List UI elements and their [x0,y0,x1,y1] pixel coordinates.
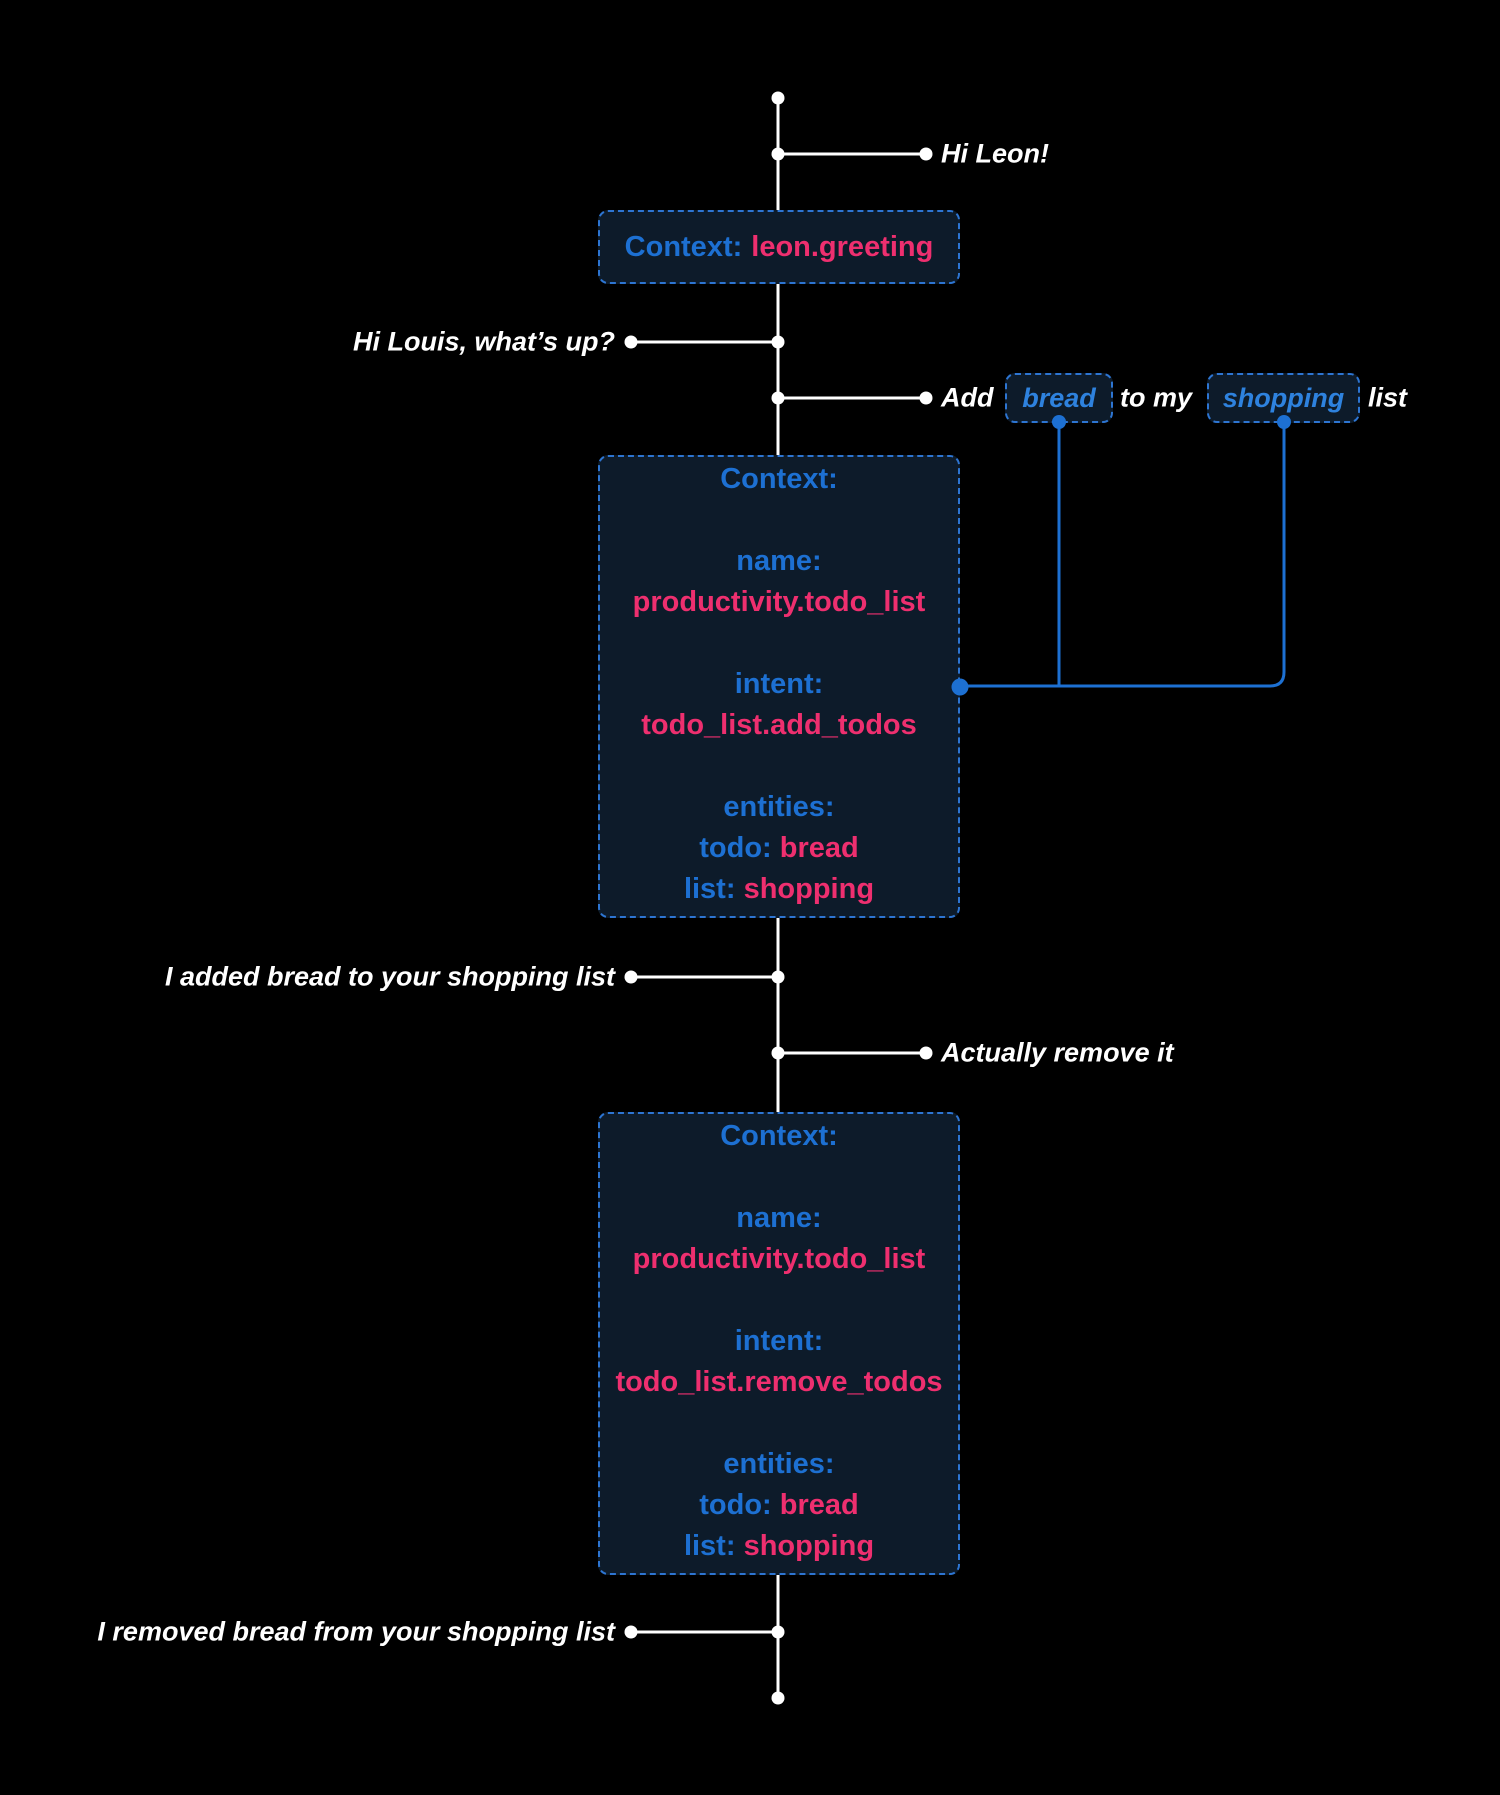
name-value: productivity.todo_list [632,586,926,618]
message-end-dot [919,1046,933,1060]
intent-label: intent: [734,1325,824,1357]
name-label: name: [736,545,822,577]
timeline-node-dot [771,1046,785,1060]
message-added-confirmation: I added bread to your shopping list [164,961,615,992]
entity-row-todo: todo: bread [600,828,958,869]
timeline-start-dot [771,91,785,105]
message-end-dot [624,970,638,984]
entity-value: shopping [743,1530,875,1562]
entity-value: bread [779,832,859,864]
connector-shopping-line [960,422,1286,688]
context-box-remove-todos: Context: name: productivity.todo_list in… [598,1112,960,1575]
context-title: Context: [720,463,838,495]
intent-label: intent: [734,668,824,700]
message-end-dot [624,1625,638,1639]
entity-row-todo: todo: bread [600,1485,958,1526]
message-end-dot [919,147,933,161]
entity-value: bread [779,1489,859,1521]
intent-value: todo_list.remove_todos [615,1366,943,1398]
timeline-node-dot [771,1625,785,1639]
timeline-node-dot [771,970,785,984]
message-add-middle: to my [1120,382,1193,413]
timeline-end-dot [771,1691,785,1705]
message-hi-louis: Hi Louis, what’s up? [352,326,615,357]
entity-row-list: list: shopping [600,869,958,910]
timeline-node-dot [771,147,785,161]
name-label: name: [736,1202,822,1234]
entity-chip-todo: bread [1005,373,1113,423]
message-hi-leon: Hi Leon! [941,138,1049,169]
entity-key: list: [683,1530,736,1562]
message-end-dot [919,391,933,405]
entity-key: todo: [699,832,772,864]
context-box-greeting: Context: leon.greeting [598,210,960,284]
timeline-node-dot [771,391,785,405]
entity-row-list: list: shopping [600,1526,958,1567]
context-value: leon.greeting [751,230,934,263]
entity-key: todo: [699,1489,772,1521]
context-title: Context: [720,1120,838,1152]
entity-key: list: [683,873,736,905]
entity-chip-list: shopping [1207,373,1360,423]
context-label: Context: [624,230,743,263]
entities-label: entities: [723,1448,835,1480]
message-removed-confirmation: I removed bread from your shopping list [97,1616,615,1647]
name-value: productivity.todo_list [632,1243,926,1275]
message-remove-request: Actually remove it [941,1037,1174,1068]
entity-value: shopping [743,873,875,905]
message-add-prefix: Add [941,382,994,413]
entities-label: entities: [723,791,835,823]
intent-value: todo_list.add_todos [641,709,917,741]
message-add-suffix: list [1368,382,1408,413]
context-box-add-todos: Context: name: productivity.todo_list in… [598,455,960,918]
message-end-dot [624,335,638,349]
timeline-node-dot [771,335,785,349]
